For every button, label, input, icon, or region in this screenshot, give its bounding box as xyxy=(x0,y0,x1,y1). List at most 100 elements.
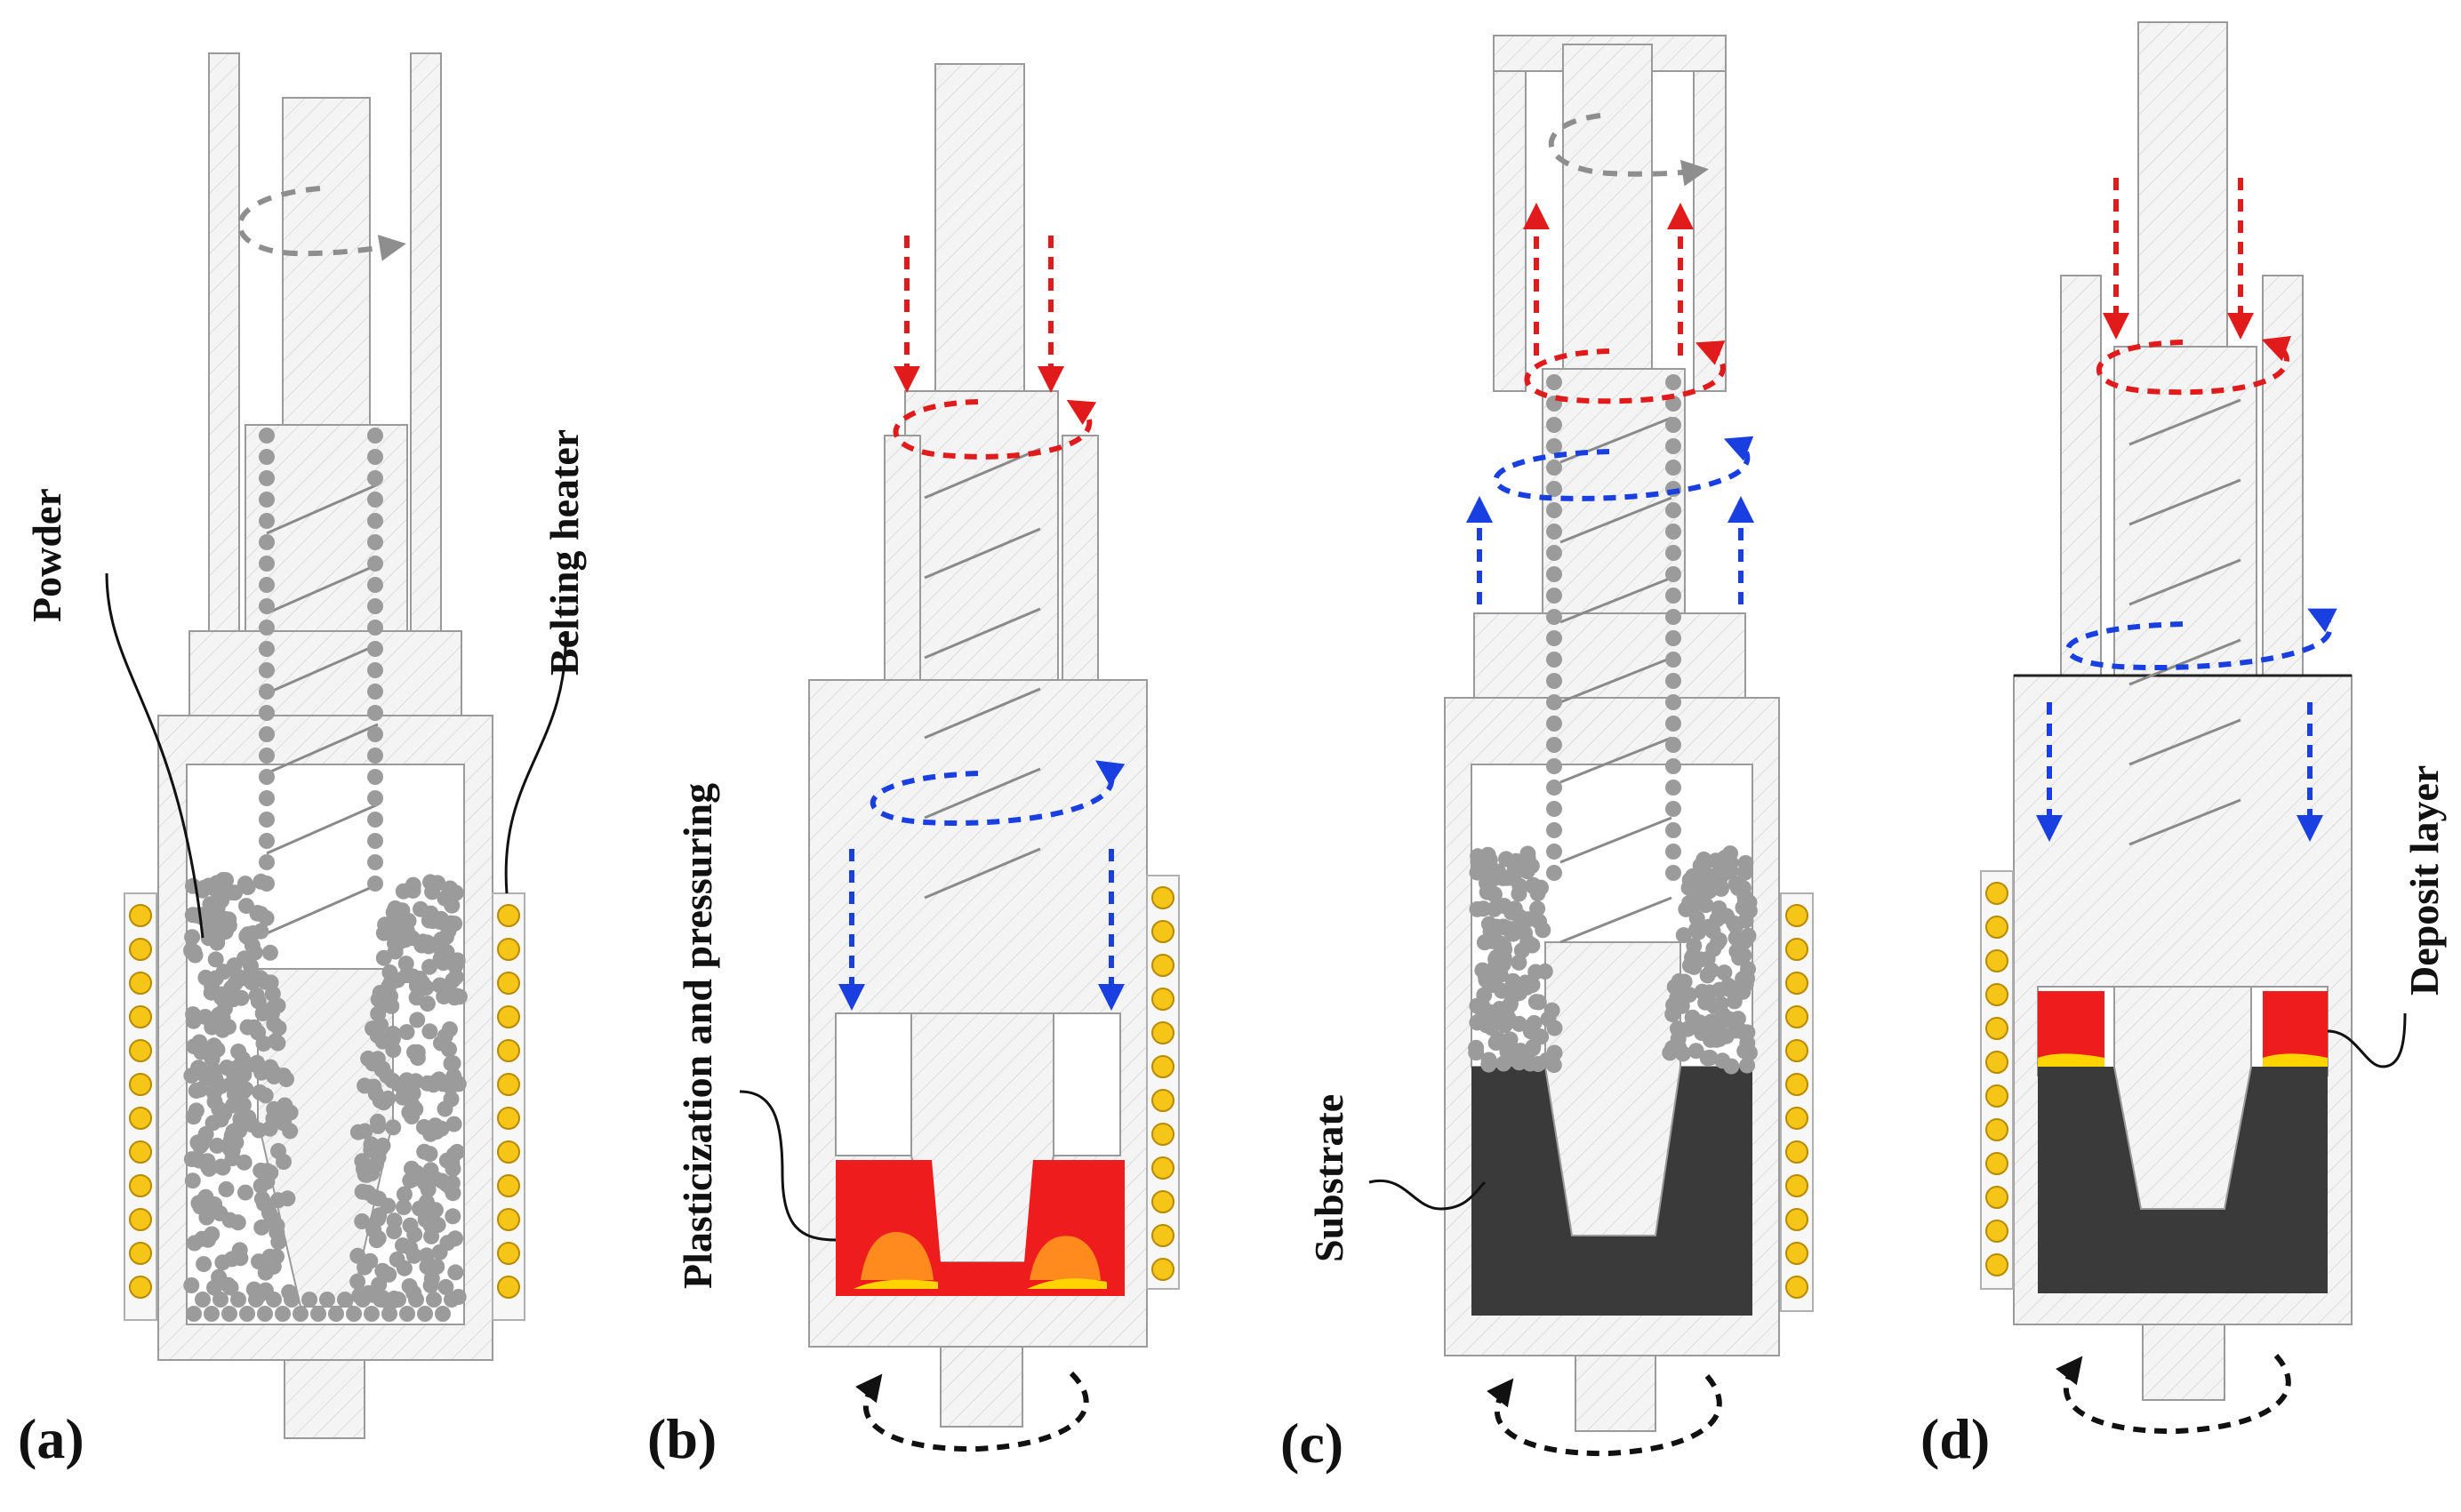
powder-particle xyxy=(370,1149,387,1165)
powder-particle xyxy=(183,1068,200,1084)
powder-particle xyxy=(414,1199,431,1216)
powder-particle xyxy=(365,1078,382,1095)
powder-particle xyxy=(1527,994,1544,1011)
powder-particle xyxy=(414,933,431,950)
powder-particle xyxy=(194,1230,211,1247)
powder-particle xyxy=(385,1119,402,1136)
panel-label-d: (d) xyxy=(1920,1407,1990,1470)
powder-particle xyxy=(445,1160,461,1177)
panel-label-b: (b) xyxy=(647,1407,717,1470)
powder-particle xyxy=(1546,801,1562,817)
powder-particle xyxy=(1546,652,1562,668)
powder-particle xyxy=(1498,851,1514,868)
powder-particle xyxy=(1546,844,1562,860)
powder-particle xyxy=(238,898,254,915)
powder-particle xyxy=(1699,967,1716,984)
powder-particle xyxy=(1719,908,1735,924)
powder-particle xyxy=(369,1027,386,1044)
heater-coils-right xyxy=(1785,904,1808,1299)
powder-particle xyxy=(1665,417,1681,433)
heater-coil xyxy=(1151,920,1174,943)
heater-coil xyxy=(1985,1220,2008,1243)
heater-coil xyxy=(1785,1174,1808,1197)
powder-particle xyxy=(223,980,240,996)
powder-particle xyxy=(374,1262,391,1279)
rotation-arrow-black xyxy=(1487,1374,1722,1457)
powder-particle xyxy=(266,1068,283,1084)
powder-particle xyxy=(355,1292,371,1308)
heater-coil xyxy=(129,1140,152,1164)
powder-particle xyxy=(398,1024,415,1041)
powder-particle xyxy=(270,1020,287,1036)
heater-leader xyxy=(504,630,567,894)
heater-coil xyxy=(497,1005,520,1028)
powder-particle xyxy=(1489,1031,1506,1047)
powder-particle xyxy=(328,1306,344,1322)
powder-particle xyxy=(259,449,275,465)
rotation-arrow-black xyxy=(2056,1354,2291,1435)
powder-particle xyxy=(238,928,255,945)
powder-particle xyxy=(1723,1058,1740,1075)
powder-particle xyxy=(235,1060,252,1077)
heater-coil xyxy=(497,1208,520,1231)
powder-particle xyxy=(354,1183,371,1200)
powder-particle xyxy=(447,957,464,974)
powder-particle xyxy=(218,1180,235,1197)
powder-particle xyxy=(337,1292,353,1308)
powder-particle xyxy=(1525,1038,1542,1055)
powder-particle xyxy=(1491,1010,1508,1027)
powder-particle xyxy=(405,1084,421,1101)
powder-particle xyxy=(265,1110,282,1127)
powder-particle xyxy=(1735,983,1752,1000)
powder-particle xyxy=(1546,588,1562,604)
heater-coil xyxy=(129,1107,152,1130)
powder-particle xyxy=(259,534,275,550)
powder-particle xyxy=(1722,863,1739,879)
powder-particle xyxy=(1479,875,1495,892)
powder-particle xyxy=(207,951,224,968)
substrate-block xyxy=(2038,1067,2328,1293)
powder-particle xyxy=(436,988,453,1005)
powder-particle xyxy=(1546,524,1562,540)
powder-particle xyxy=(259,620,275,636)
panel-label-c: (c) xyxy=(1280,1412,1343,1475)
powder-particle xyxy=(1737,1043,1754,1060)
powder-particle xyxy=(445,1146,462,1163)
powder-particle xyxy=(1546,1020,1563,1036)
powder-particle xyxy=(246,944,263,961)
powder-particle xyxy=(1665,865,1681,881)
powder-particle xyxy=(1681,894,1697,911)
powder-particle xyxy=(381,1306,397,1322)
powder-particle xyxy=(425,1076,442,1093)
central-shaft xyxy=(1562,44,1653,374)
powder-particle xyxy=(433,910,449,927)
powder-particle xyxy=(201,1160,218,1177)
heater-coil xyxy=(1985,983,2008,1006)
powder-particle xyxy=(367,449,383,465)
powder-particle xyxy=(1504,972,1521,989)
powder-particle xyxy=(248,987,265,1004)
powder-particle xyxy=(429,1124,445,1140)
powder-particle xyxy=(1686,953,1703,970)
powder-particle xyxy=(1471,859,1488,876)
powder-particle xyxy=(370,1117,387,1134)
powder-particle xyxy=(279,1190,296,1207)
plastic-yellow-left xyxy=(854,1279,938,1289)
bottom-shaft xyxy=(2142,1324,2225,1401)
powder-particle xyxy=(390,1292,406,1308)
panel-c: Substrate (c) xyxy=(1280,35,1814,1475)
powder-particle xyxy=(360,1050,377,1067)
heater-coil xyxy=(1785,1242,1808,1265)
powder-particle xyxy=(397,956,414,972)
powder-particle xyxy=(270,1142,286,1159)
powder-particle xyxy=(1546,865,1562,881)
powder-particle xyxy=(1665,609,1681,625)
powder-particle xyxy=(259,684,275,700)
powder-particle xyxy=(385,904,402,921)
deposit-callout: Deposit layer xyxy=(2401,765,2447,996)
heater-coil xyxy=(1985,1118,2008,1141)
heater-coil xyxy=(1151,1190,1174,1213)
deposit-yellow-left xyxy=(2038,1053,2104,1067)
heater-coil xyxy=(497,1073,520,1096)
powder-particle xyxy=(1480,1056,1497,1073)
